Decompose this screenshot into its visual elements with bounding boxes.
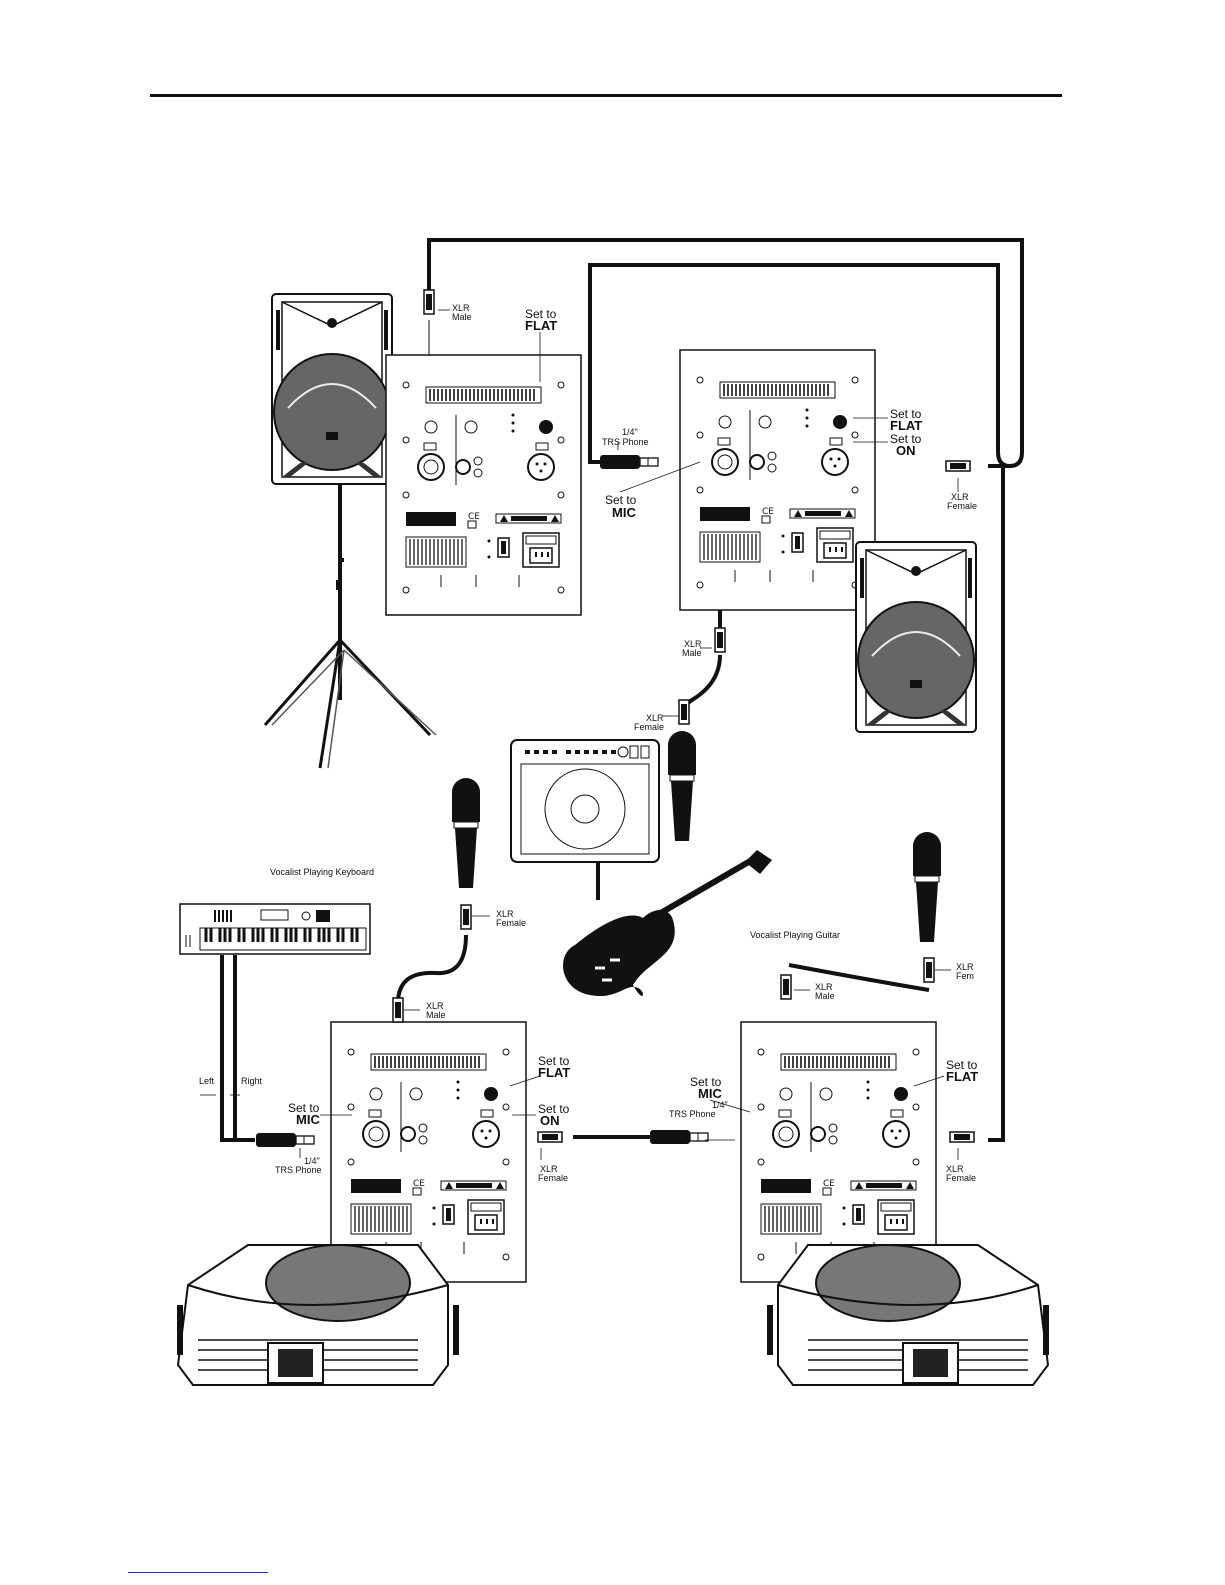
label-flat: FLAT [890, 418, 922, 433]
label-set-to: Set to [605, 493, 637, 507]
panel-bottom-left [330, 1021, 527, 1283]
stand-speaker [263, 293, 437, 769]
pointer-arrows [200, 309, 959, 1160]
label-xlr-female: Female [634, 722, 664, 732]
keyboard [179, 903, 371, 955]
label-xlr-male: Male [815, 991, 835, 1001]
label-trs-phone: TRS Phone [669, 1109, 716, 1119]
label-quarter-inch: 1/4" [712, 1100, 728, 1110]
label-left: Left [199, 1076, 215, 1086]
label-quarter-inch: 1/4" [304, 1156, 320, 1166]
label-mic: MIC [612, 505, 636, 520]
label-flat: FLAT [538, 1065, 570, 1080]
wedge-monitor-right [770, 1245, 1048, 1385]
label-set-to: Set to [538, 1054, 570, 1068]
label-flat: FLAT [525, 318, 557, 333]
guitar-amplifier [510, 739, 660, 863]
panel-top-right [679, 349, 876, 611]
label-trs-phone: TRS Phone [275, 1165, 322, 1175]
label-mic: MIC [698, 1086, 722, 1101]
label-quarter-inch: 1/4" [622, 427, 638, 437]
label-trs-phone: TRS Phone [602, 437, 649, 447]
label-xlr: XLR [426, 1001, 444, 1011]
wedge-monitor-left [178, 1245, 456, 1385]
label-set-to: Set to [890, 432, 922, 446]
label-xlr-male: Male [682, 648, 702, 658]
label-set-to: Set to [538, 1102, 570, 1116]
label-set-to: Set to [288, 1101, 320, 1115]
label-on: ON [540, 1113, 560, 1128]
label-xlr: XLR [646, 713, 664, 723]
label-on: ON [896, 443, 916, 458]
label-xlr-fem: Fem [956, 971, 974, 981]
microphone-amp [667, 730, 697, 842]
label-xlr: XLR [815, 982, 833, 992]
label-flat: FLAT [946, 1069, 978, 1084]
header-rule [150, 94, 1062, 97]
label-set-to: Set to [946, 1058, 978, 1072]
electric-guitar [563, 850, 772, 997]
label-xlr: XLR [946, 1164, 964, 1174]
microphone-guitar-vocalist [912, 831, 942, 943]
label-xlr: XLR [951, 492, 969, 502]
label-set-to: Set to [525, 307, 557, 321]
label-right: Right [241, 1076, 263, 1086]
label-xlr-female: Female [946, 1173, 976, 1183]
upright-speaker-right [855, 541, 977, 733]
microphone-keyboard-vocalist [451, 777, 481, 889]
label-set-to: Set to [890, 407, 922, 421]
label-xlr-male: Male [452, 312, 472, 322]
label-xlr: XLR [496, 909, 514, 919]
label-mic: MIC [296, 1112, 320, 1127]
label-xlr: XLR [540, 1164, 558, 1174]
caption-guitar-vocalist: Vocalist Playing Guitar [750, 930, 840, 940]
label-xlr-male: Male [426, 1010, 446, 1020]
label-xlr: XLR [452, 303, 470, 313]
label-xlr-female: Female [947, 501, 977, 511]
footer-link-underline[interactable] [128, 1572, 268, 1573]
label-set-to: Set to [690, 1075, 722, 1089]
label-xlr-female: Female [496, 918, 526, 928]
panel-top-left [385, 354, 582, 616]
label-xlr: XLR [956, 962, 974, 972]
label-xlr-female: Female [538, 1173, 568, 1183]
panel-bottom-right [740, 1021, 937, 1283]
label-xlr: XLR [684, 639, 702, 649]
caption-keyboard-vocalist: Vocalist Playing Keyboard [270, 867, 374, 877]
